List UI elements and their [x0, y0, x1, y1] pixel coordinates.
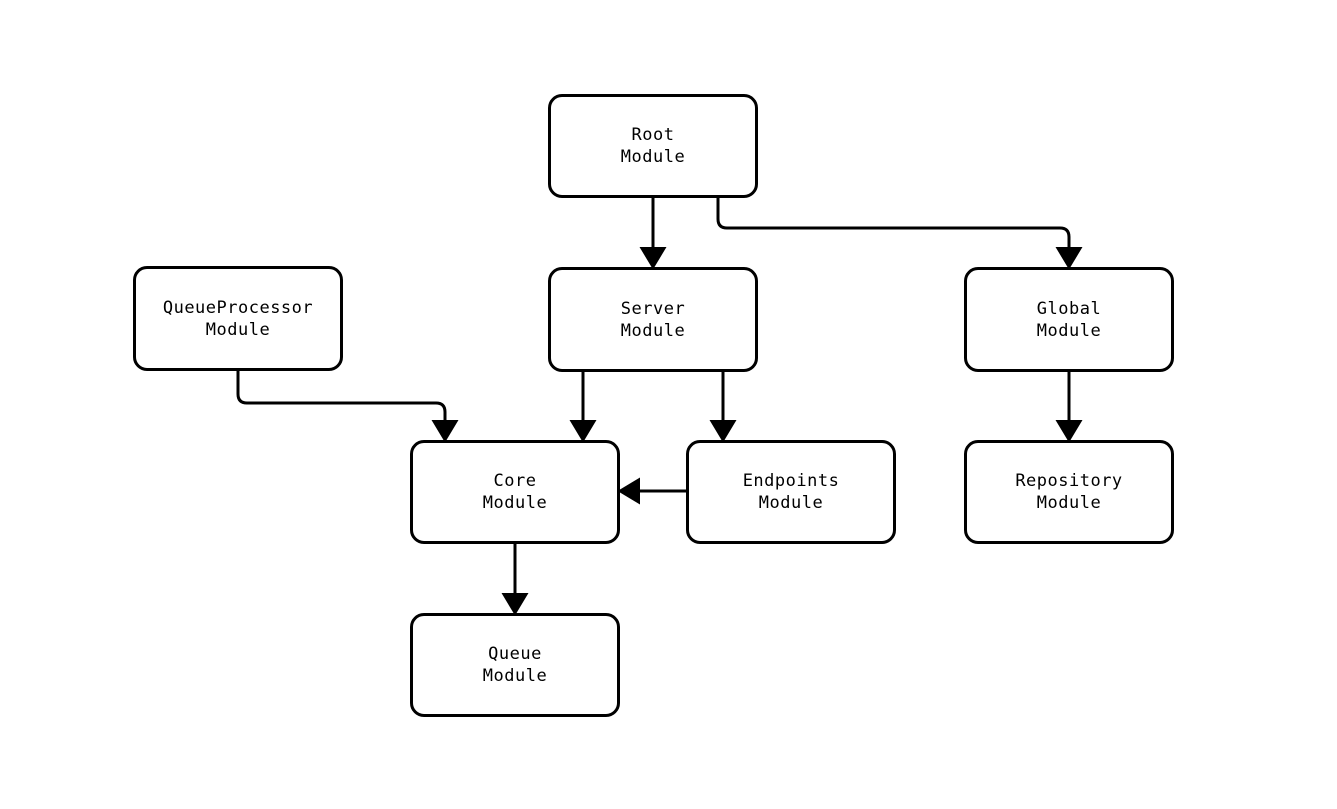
- node-core-module[interactable]: Core Module: [410, 440, 620, 544]
- node-queue-module-line1: Queue: [488, 644, 542, 664]
- node-global-module-line1: Global: [1036, 298, 1102, 319]
- node-root-module[interactable]: Root Module: [548, 94, 758, 198]
- node-queue-module[interactable]: Queue Module: [410, 613, 620, 717]
- node-root-module-line1: Root: [631, 125, 675, 145]
- node-server-module-line2: Module: [620, 320, 686, 341]
- node-repository-module[interactable]: Repository Module: [964, 440, 1174, 544]
- node-core-module-line2: Module: [482, 493, 548, 513]
- node-global-module[interactable]: Global Module: [964, 267, 1174, 372]
- node-queueprocessor-module-line1: QueueProcessor: [162, 297, 314, 318]
- node-endpoints-module-line1: Endpoints: [742, 471, 840, 491]
- node-core-module-line1: Core: [493, 471, 537, 491]
- node-global-module-line2: Module: [1036, 320, 1102, 341]
- node-endpoints-module[interactable]: Endpoints Module: [686, 440, 896, 544]
- edge-root-to-global: Root Module depends on Global Module: [716, 198, 1083, 270]
- node-root-module-line2: Module: [620, 147, 686, 167]
- node-queueprocessor-module[interactable]: QueueProcessor Module: [133, 266, 343, 371]
- node-repository-module-line1: Repository: [1015, 471, 1123, 491]
- edge-queueprocessor-to-core: QueueProcessor Module depends on Core Mo…: [236, 371, 459, 443]
- node-server-module[interactable]: Server Module: [548, 267, 758, 372]
- node-queue-module-line2: Module: [482, 666, 548, 686]
- node-repository-module-line2: Module: [1036, 493, 1102, 513]
- node-queueprocessor-module-line2: Module: [205, 319, 271, 340]
- node-server-module-line1: Server: [620, 298, 686, 319]
- node-endpoints-module-line2: Module: [758, 493, 824, 513]
